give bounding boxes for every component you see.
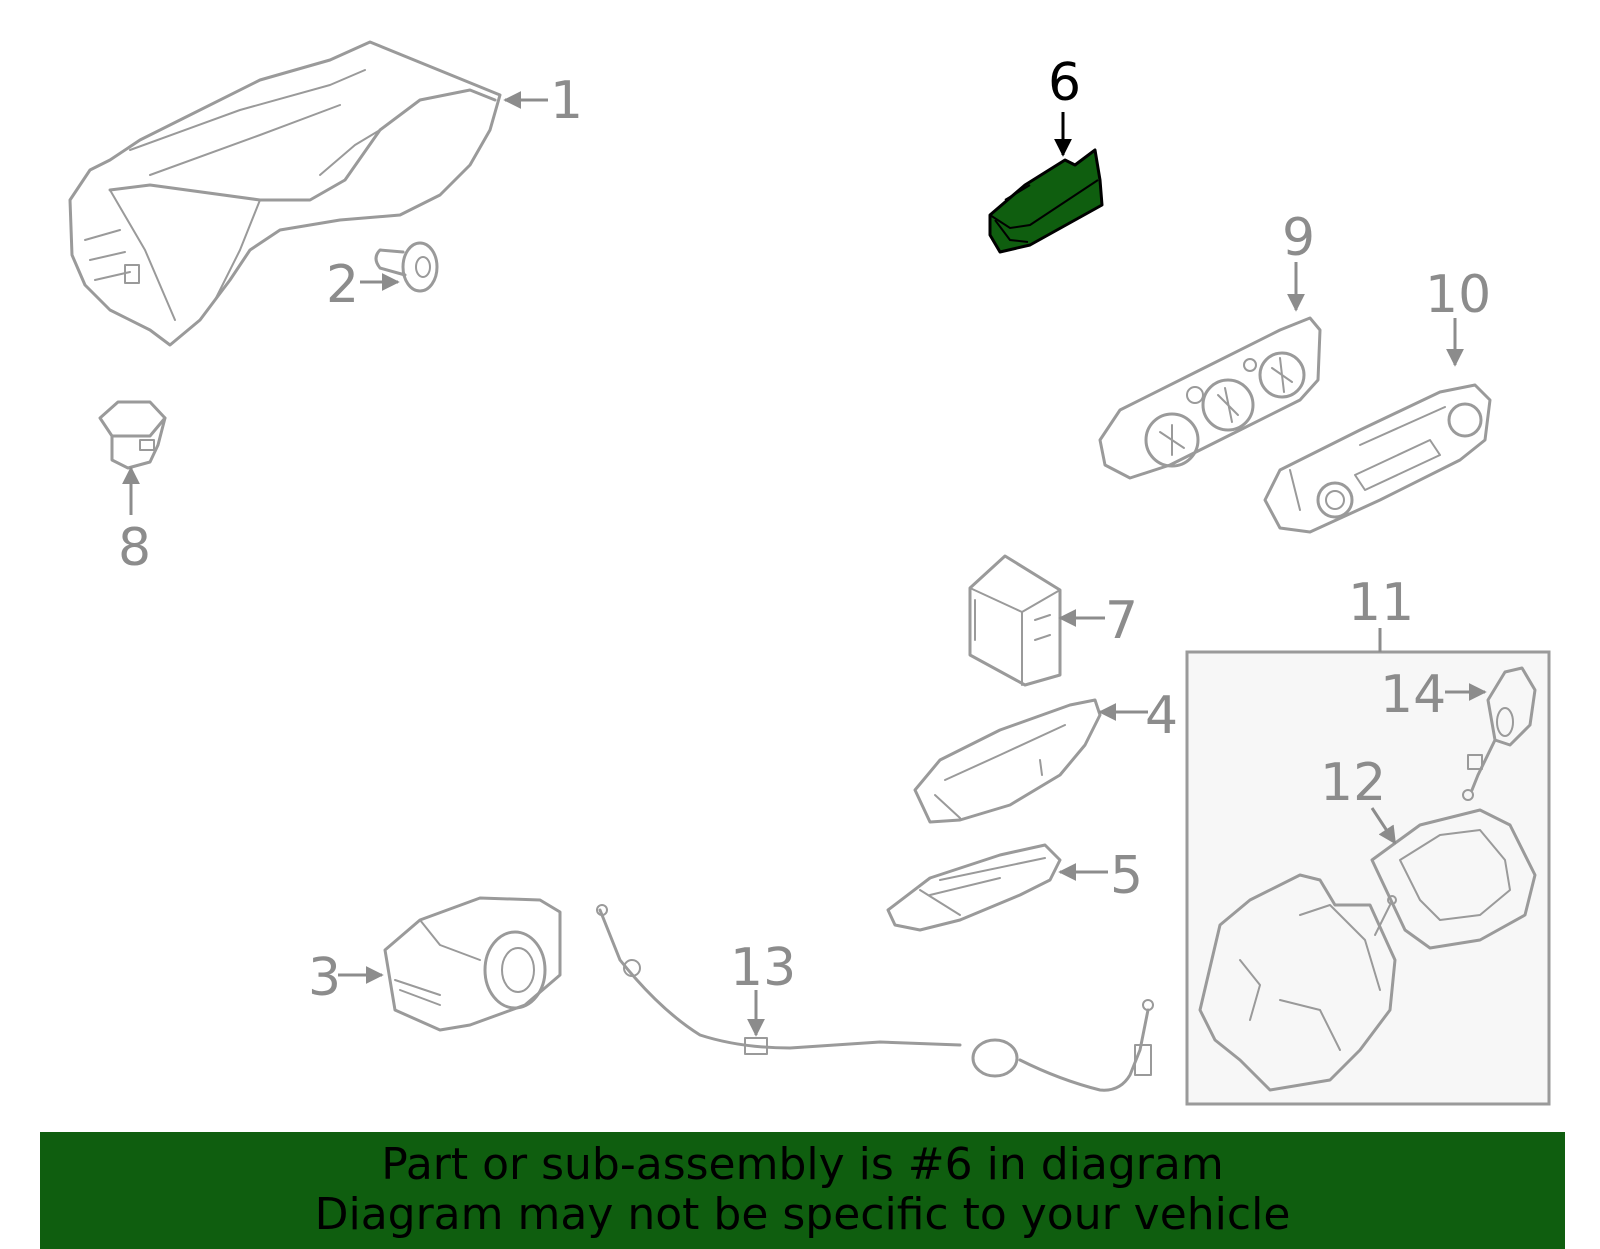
part-8-switch <box>98 400 167 470</box>
part-4-bezel <box>913 698 1102 824</box>
part-3-switch-housing <box>383 896 562 1032</box>
group-box-11 <box>1185 650 1551 1106</box>
part-14-shift-knob <box>1462 666 1537 801</box>
callout-10: 10 <box>1425 265 1491 325</box>
part-7-module-box <box>968 554 1062 687</box>
callout-6: 6 <box>1048 53 1081 113</box>
callout-12: 12 <box>1320 753 1386 813</box>
callout-9: 9 <box>1282 208 1315 268</box>
callout-7: 7 <box>1105 591 1138 651</box>
part-1-instrument-bezel <box>68 40 502 347</box>
callout-11: 11 <box>1348 573 1414 633</box>
part-11-shifter-assembly <box>1198 873 1397 1092</box>
part-9-control-head <box>1098 316 1322 480</box>
banner-line-1: Part or sub-assembly is #6 in diagram <box>381 1139 1224 1190</box>
callout-2: 2 <box>326 255 359 315</box>
callout-8: 8 <box>118 518 151 578</box>
part-5-bezel <box>886 843 1062 932</box>
callout-4: 4 <box>1145 686 1178 746</box>
callout-3: 3 <box>308 948 341 1008</box>
callout-14: 14 <box>1380 665 1446 725</box>
callout-5: 5 <box>1110 846 1143 906</box>
part-13-cable <box>596 904 1154 1092</box>
callout-13: 13 <box>730 938 796 998</box>
part-2-push-pin <box>374 241 439 293</box>
part-10-radio-face <box>1263 383 1492 534</box>
callout-1: 1 <box>550 71 583 131</box>
info-banner: Part or sub-assembly is #6 in diagram Di… <box>40 1132 1565 1249</box>
part-6-highlighted-module <box>988 148 1104 254</box>
banner-line-2: Diagram may not be specific to your vehi… <box>314 1189 1291 1240</box>
part-12-shift-bezel <box>1370 808 1537 950</box>
